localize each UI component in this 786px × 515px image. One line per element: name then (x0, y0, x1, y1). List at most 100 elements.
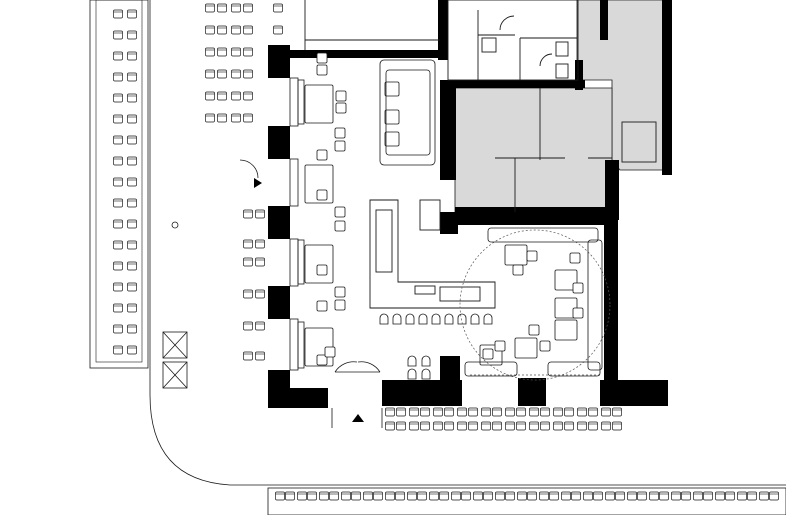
outdoor-chair (420, 407, 430, 417)
outdoor-chair (539, 491, 549, 501)
dining-table (554, 319, 578, 341)
outdoor-chair (461, 491, 471, 501)
dining-chair (334, 220, 346, 232)
triangle-right-icon (254, 178, 262, 188)
dining-chair (494, 340, 506, 352)
outdoor-chair (747, 491, 757, 501)
outdoor-chair (588, 407, 598, 417)
outdoor-chair (564, 421, 574, 431)
bar-stools (379, 313, 493, 380)
outdoor-chair (113, 240, 123, 250)
outdoor-chair (703, 491, 713, 501)
outdoor-chair (127, 177, 137, 187)
outdoor-chair (243, 239, 253, 249)
outdoor-chair (637, 491, 647, 501)
outdoor-chair (529, 421, 539, 431)
outdoor-chair (417, 491, 427, 501)
outdoor-chair (297, 491, 307, 501)
outdoor-chair (127, 156, 137, 166)
outdoor-chair (113, 114, 123, 124)
outdoor-chair (516, 421, 526, 431)
outdoor-chair (243, 91, 253, 101)
dining-chair (334, 206, 346, 218)
bar-stool (421, 368, 431, 380)
outdoor-chair (231, 3, 241, 13)
outdoor-chair (127, 93, 137, 103)
outdoor-chair (231, 47, 241, 57)
outdoor-chair (341, 491, 351, 501)
outdoor-chair (113, 9, 123, 19)
outdoor-chair (577, 407, 587, 417)
dining-chair (526, 250, 538, 262)
outdoor-chair (409, 407, 419, 417)
outdoor-chair (113, 30, 123, 40)
outdoor-chair (329, 491, 339, 501)
round-room (459, 229, 611, 381)
outdoor-chair (113, 345, 123, 355)
outdoor-chair (217, 69, 227, 79)
bar-stool (431, 313, 441, 325)
outdoor-chair (540, 421, 550, 431)
outdoor-chair (243, 113, 253, 123)
outdoor-chair (505, 421, 515, 431)
outdoor-chair (693, 491, 703, 501)
outdoor-chair (483, 491, 493, 501)
outdoor-chair (612, 421, 622, 431)
outdoor-chair (540, 407, 550, 417)
dining-table (384, 109, 400, 125)
dining-chair (512, 264, 524, 276)
outdoor-chair (564, 407, 574, 417)
outdoor-chair (127, 30, 137, 40)
outdoor-chair (231, 69, 241, 79)
outdoor-chair (113, 93, 123, 103)
outdoor-chair (243, 47, 253, 57)
bar-stool (407, 355, 417, 367)
east-room-banquettes (464, 227, 603, 377)
outdoor-chair (571, 491, 581, 501)
outdoor-chair (457, 421, 467, 431)
outdoor-chair (255, 209, 265, 219)
outdoor-chair (444, 407, 454, 417)
dining-chair (539, 340, 551, 352)
left-terrace-seating (89, 0, 149, 369)
outdoor-chair (231, 113, 241, 123)
dining-chair (316, 264, 328, 276)
dining-chair (528, 324, 540, 336)
outdoor-chair (243, 257, 253, 267)
outdoor-chair (553, 407, 563, 417)
dining-chair (482, 348, 494, 360)
dining-table (384, 131, 400, 147)
outdoor-chair (255, 289, 265, 299)
outdoor-chair (420, 421, 430, 431)
dining-table (304, 244, 334, 284)
bar-stool (405, 313, 415, 325)
outdoor-chair (715, 491, 725, 501)
outdoor-chair (205, 3, 215, 13)
outdoor-chair (601, 407, 611, 417)
outdoor-chair (113, 261, 123, 271)
outdoor-chair (127, 345, 137, 355)
outdoor-chair (205, 113, 215, 123)
outdoor-chair (113, 72, 123, 82)
outdoor-chair (127, 219, 137, 229)
outdoor-chair (255, 239, 265, 249)
outdoor-chair (681, 491, 691, 501)
outdoor-chair (127, 303, 137, 313)
outdoor-chair (583, 491, 593, 501)
bar-stool (392, 313, 402, 325)
outdoor-chair (255, 351, 265, 361)
bar-counter (369, 199, 496, 309)
outdoor-chair (553, 421, 563, 431)
outdoor-chair (243, 321, 253, 331)
outdoor-chair (127, 72, 137, 82)
crossed-utility-boxes (162, 331, 188, 389)
outdoor-chair (217, 25, 227, 35)
outdoor-chair (605, 491, 615, 501)
dining-chair (334, 299, 346, 311)
outdoor-chair (396, 421, 406, 431)
outdoor-chair (769, 491, 779, 501)
outdoor-chair (492, 407, 502, 417)
outdoor-chair (243, 3, 253, 13)
outdoor-chair (255, 257, 265, 267)
outdoor-chair (275, 491, 285, 501)
